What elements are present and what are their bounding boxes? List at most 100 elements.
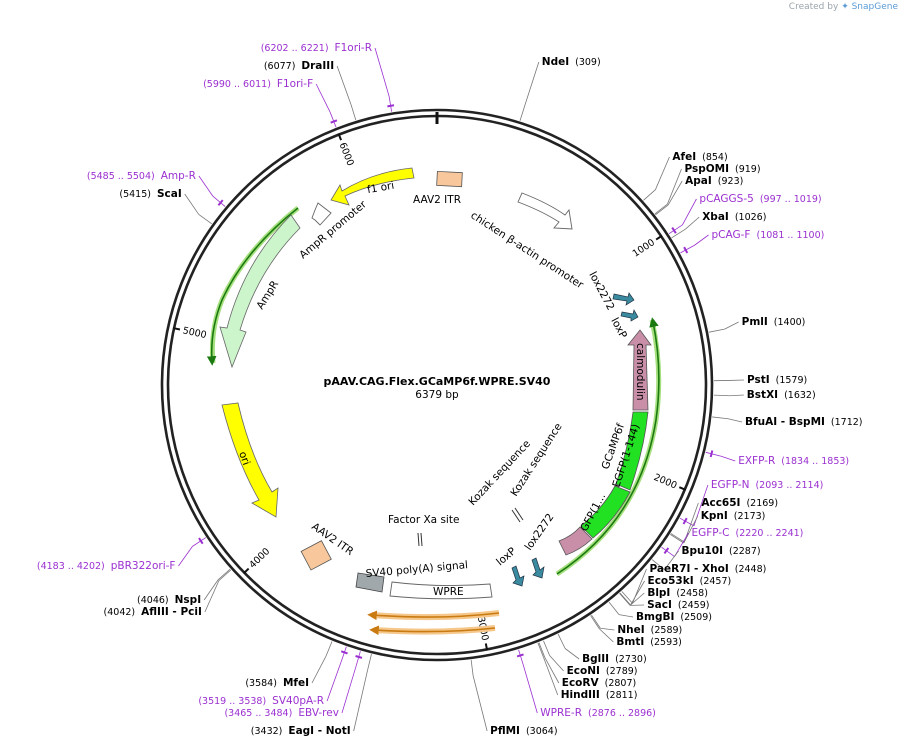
enzyme-site-econi[interactable]: EcoNI(2789) — [543, 640, 638, 677]
ampr-ring-feature[interactable] — [206, 207, 299, 366]
loxp-bottom-feature[interactable] — [511, 565, 525, 587]
f1-ori-feature[interactable] — [330, 167, 415, 206]
enzyme-site-saci[interactable]: SacI(2459) — [619, 593, 710, 611]
enzyme-site-ndei[interactable]: NdeI(309) — [519, 56, 601, 121]
ori-feature[interactable] — [221, 402, 279, 518]
enzyme-site-ecorv[interactable]: EcoRV(2807) — [538, 642, 636, 689]
enzyme-site-apai[interactable]: ApaI(923) — [655, 175, 744, 216]
ori-label: ori — [236, 450, 252, 467]
scale-tick-1000 — [655, 234, 663, 241]
enzyme-site-scai[interactable]: (5415)ScaI — [119, 188, 212, 225]
enzyme-site-pflmi[interactable]: PflMI(3064) — [470, 659, 558, 737]
site-label-econi: EcoNI(2789) — [567, 665, 638, 677]
plasmid-name: pAAV.CAG.Flex.GCaMP6f.WPRE.SV40 — [324, 375, 551, 388]
ampr-feature[interactable] — [219, 214, 301, 369]
enzyme-site-bfuai-bspmi[interactable]: BfuAI - BspMI(1712) — [712, 416, 863, 428]
snapgene-logo: ✦ — [841, 2, 852, 12]
site-label-nhei: NheI(2589) — [617, 624, 682, 636]
site-label-pcaggs-5: pCAGGS-5(997 .. 1019) — [699, 193, 821, 205]
site-label-nspi: (4046)NspI — [137, 594, 201, 606]
site-label-acc65i: Acc65I(2169) — [701, 497, 778, 509]
plasmid-size: 6379 bp — [415, 389, 459, 401]
site-label-blpi: BlpI(2458) — [647, 587, 708, 599]
enzyme-site-bmgbi[interactable]: BmgBI(2509) — [608, 601, 712, 623]
primer-exfp-r[interactable]: EXFP-R(1834 .. 1853) — [705, 450, 849, 467]
scale-tick-3000 — [484, 643, 489, 651]
primer-ebv-rev[interactable]: (3465 .. 3484)EBV-rev — [224, 651, 363, 719]
gcamp6f-ring-feature[interactable] — [556, 317, 660, 575]
site-label-bmgbi: BmgBI(2509) — [636, 611, 712, 623]
site-label-egfp-n: EGFP-N(2093 .. 2114) — [711, 479, 823, 491]
kozak-1-feature[interactable] — [511, 509, 521, 523]
primer-sv40pa-r[interactable]: (3519 .. 3538)SV40pA-R — [198, 646, 348, 707]
enzyme-site-kpni[interactable]: KpnI(2173) — [670, 510, 765, 544]
lox2272-bottom-feature[interactable] — [531, 557, 545, 579]
site-annotations: NdeI(309) AfeI(854)PspOMI(919)ApaI(923) pC… — [37, 42, 863, 737]
lox2272-top-feature[interactable] — [612, 292, 635, 306]
enzyme-site-xbai[interactable]: XbaI(1026) — [671, 211, 767, 239]
loxp-top-feature[interactable] — [620, 309, 639, 322]
primer-egfp-n[interactable]: EGFP-N(2093 .. 2114) — [679, 479, 823, 527]
ampr-promoter-feature[interactable] — [311, 202, 332, 226]
scale-label-4000: 4000 — [247, 546, 272, 571]
rset-feature[interactable] — [558, 526, 593, 556]
calmodulin-feature[interactable] — [627, 329, 652, 411]
enzyme-site-hindiii[interactable]: HindIII(2811) — [537, 642, 638, 701]
enzyme-site-bstxi[interactable]: BstXI(1632) — [713, 389, 816, 401]
orf-arrow-2[interactable] — [369, 625, 496, 636]
enzyme-site-pmli[interactable]: PmlI(1400) — [708, 316, 806, 333]
scale-label-6000: 6000 — [337, 141, 356, 168]
enzyme-site-eagi-noti[interactable]: (3432)EagI - NotI — [251, 654, 372, 737]
site-label-afei: AfeI(854) — [672, 151, 727, 163]
sv40-polya-feature[interactable] — [355, 572, 385, 593]
scale-label-2000: 2000 — [652, 472, 679, 492]
primer-f1ori-r[interactable]: (6202 .. 6221)F1ori-R — [261, 42, 395, 112]
enzyme-site-nspi[interactable]: (4046)NspI — [137, 568, 231, 606]
site-label-exfp-r: EXFP-R(1834 .. 1853) — [738, 455, 849, 467]
site-label-f1ori-f: (5990 .. 6011)F1ori-F — [203, 78, 313, 90]
site-label-hindiii: HindIII(2811) — [561, 689, 638, 701]
primer-pcaggs-5[interactable]: pCAGGS-5(997 .. 1019) — [668, 193, 822, 235]
factor-xa-label: Factor Xa site — [388, 514, 459, 526]
site-label-mfei: (3584)MfeI — [245, 677, 309, 689]
enzyme-site-afliii-pcii[interactable]: (4042)AflIII - PciI — [104, 569, 232, 618]
aav2-itr-bottom-feature[interactable] — [300, 540, 332, 571]
primer-f1ori-f[interactable]: (5990 .. 6011)F1ori-F — [203, 78, 338, 128]
wpre-feature[interactable] — [389, 581, 493, 600]
backbone-outer-circle — [160, 108, 714, 662]
site-label-apai: ApaI(923) — [685, 175, 743, 187]
lox2272-top-label: lox2272 — [586, 270, 616, 313]
scale-tick-2000 — [678, 486, 687, 491]
site-label-pmli: PmlI(1400) — [742, 316, 806, 328]
egfp-1-144-feature[interactable] — [615, 411, 649, 491]
factor-xa-feature[interactable] — [417, 532, 420, 547]
primer-egfp-c[interactable]: EGFP-C(2220 .. 2241) — [661, 527, 804, 557]
site-label-eagi-noti: (3432)EagI - NotI — [251, 725, 351, 737]
enzyme-site-mfei[interactable]: (3584)MfeI — [245, 641, 333, 689]
primer-pcag-f[interactable]: pCAG-F(1081 .. 1100) — [680, 229, 824, 254]
enzyme-site-bmti[interactable]: BmtI(2593) — [590, 615, 682, 648]
scale-label-1000: 1000 — [631, 237, 657, 260]
primer-amp-r[interactable]: (5485 .. 5504)Amp-R — [87, 170, 226, 207]
site-label-paer7i-xhoi: PaeR7I - XhoI(2448) — [649, 563, 766, 575]
primer-wpre-r[interactable]: WPRE-R(2876 .. 2896) — [516, 649, 656, 719]
chicken-promoter-feature[interactable] — [517, 192, 573, 230]
enzyme-site-draiii[interactable]: (6077)DraIII — [264, 60, 357, 121]
enzyme-site-psti[interactable]: PstI(1579) — [713, 374, 807, 386]
enzyme-site-afei[interactable]: AfeI(854) — [643, 151, 728, 201]
enzyme-site-bpu10i[interactable]: Bpu10I(2287) — [651, 545, 761, 570]
enzyme-site-nhei[interactable]: NheI(2589) — [591, 614, 682, 636]
site-label-eco53ki: Eco53kI(2457) — [648, 575, 732, 587]
site-label-afliii-pcii: (4042)AflIII - PciI — [104, 606, 202, 618]
credit-prefix: Created by — [788, 2, 839, 12]
wpre-label: WPRE — [433, 586, 464, 598]
enzyme-site-pspomi[interactable]: PspOMI(919) — [654, 163, 761, 215]
loxp-top-label: loxP — [608, 316, 629, 341]
primer-pbr322ori-f[interactable]: (4183 .. 4202)pBR322ori-F — [37, 537, 207, 572]
orf-arrow-1[interactable] — [367, 610, 500, 621]
site-label-ndei: NdeI(309) — [542, 56, 601, 68]
enzyme-site-bglii[interactable]: BglII(2730) — [557, 633, 647, 665]
aav2-itr-top-feature[interactable] — [436, 170, 463, 188]
site-label-bpu10i: Bpu10I(2287) — [681, 545, 760, 557]
egfp-2-feature[interactable] — [580, 485, 631, 539]
